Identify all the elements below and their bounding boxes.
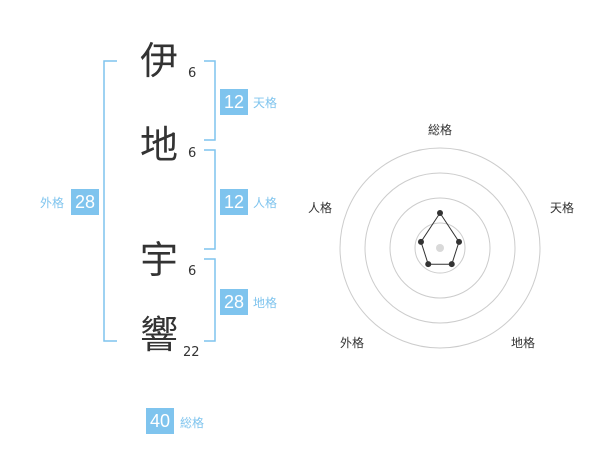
radar-point-1 bbox=[437, 210, 443, 216]
radar-point-5 bbox=[417, 238, 424, 245]
name-char-1-strokes: 6 bbox=[188, 66, 197, 81]
name-char-1: 伊 bbox=[139, 39, 178, 83]
radar-ring-4 bbox=[339, 147, 541, 349]
jinkaku-value: 12 bbox=[220, 189, 248, 215]
radar-axis-label-tenkaku: 天格 bbox=[550, 201, 575, 215]
name-char-2-strokes: 6 bbox=[188, 146, 197, 161]
gaikaku-bracket bbox=[103, 60, 117, 342]
tenkaku-label: 天格 bbox=[253, 96, 278, 110]
tenkaku-value: 12 bbox=[220, 89, 248, 115]
radar-axis-label-chikaku: 地格 bbox=[511, 336, 536, 350]
radar-point-4 bbox=[425, 261, 432, 268]
name-char-4-strokes: 22 bbox=[183, 345, 200, 360]
radar-ring-2 bbox=[389, 197, 491, 299]
gaikaku-label: 外格 bbox=[40, 196, 65, 210]
radar-ring-1 bbox=[414, 222, 466, 274]
radar-point-2 bbox=[456, 238, 463, 245]
name-char-2: 地 bbox=[139, 123, 178, 167]
chikaku-bracket bbox=[204, 258, 216, 342]
radar-ring-3 bbox=[364, 172, 516, 324]
name-char-3: 宇 bbox=[139, 238, 178, 282]
chikaku-label: 地格 bbox=[253, 296, 278, 310]
jinkaku-bracket bbox=[204, 149, 216, 250]
radar-point-3 bbox=[448, 261, 455, 268]
name-char-4: 響 bbox=[139, 313, 178, 357]
soukaku-value: 40 bbox=[146, 408, 174, 434]
radar-value-polygon bbox=[420, 212, 460, 265]
tenkaku-bracket bbox=[204, 60, 216, 141]
radar-axis-label-gaikaku: 外格 bbox=[340, 336, 365, 350]
soukaku-label: 総格 bbox=[180, 416, 205, 430]
gaikaku-value: 28 bbox=[71, 189, 99, 215]
radar-axis-label-jinkaku: 人格 bbox=[308, 201, 333, 215]
name-char-3-strokes: 6 bbox=[188, 264, 197, 279]
radar-axis-label-soukaku: 総格 bbox=[428, 123, 453, 137]
chikaku-value: 28 bbox=[220, 289, 248, 315]
radar-center-dot bbox=[436, 244, 444, 252]
jinkaku-label: 人格 bbox=[253, 196, 278, 210]
